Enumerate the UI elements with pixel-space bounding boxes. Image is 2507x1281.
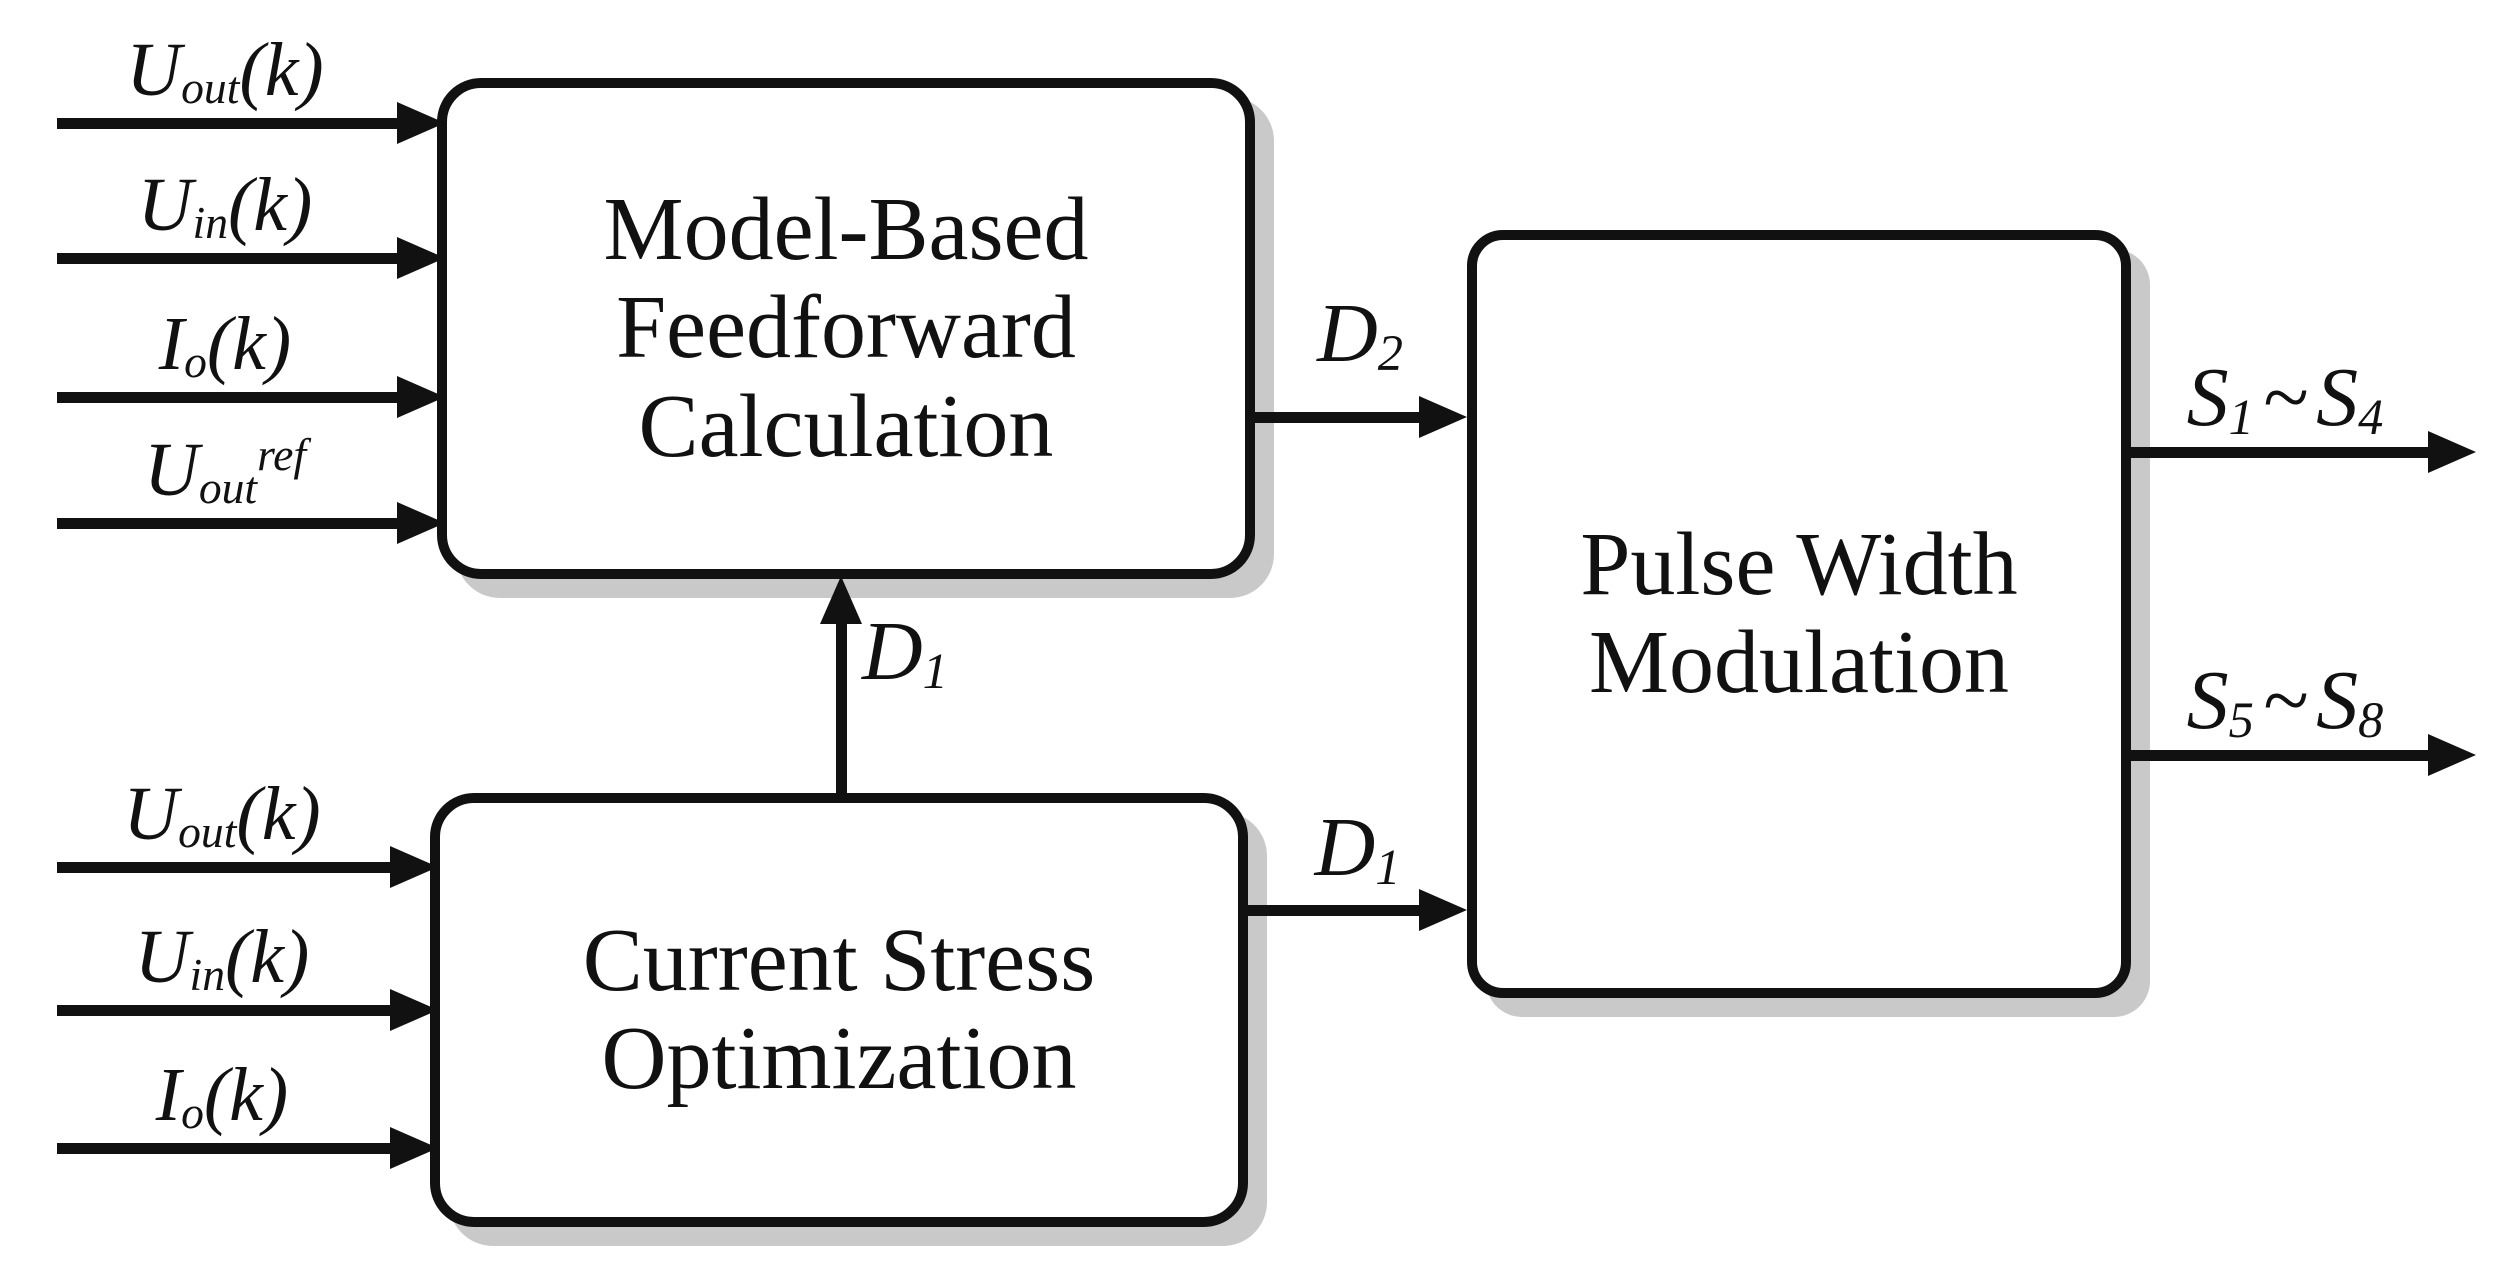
feedforward-input-label-uout: Uout(k): [126, 28, 324, 114]
feedforward-input-line-io: [57, 392, 403, 403]
s1-s4-output-line: [2130, 447, 2434, 458]
d1-feedback-label: D1: [862, 605, 948, 700]
arrowhead-right-icon: [397, 102, 445, 144]
arrowhead-right-icon: [2428, 734, 2476, 776]
feedforward-input-label-io: Io(k): [158, 302, 292, 388]
d2-arrow-line: [1253, 412, 1425, 423]
feedforward-block-label-line1: Model-Based: [603, 180, 1089, 280]
pwm-block-label-line2: Modulation: [1589, 613, 2009, 712]
d1-forward-label: D1: [1314, 801, 1401, 896]
feedforward-input-label-uoutref: Uoutref: [143, 428, 307, 514]
arrowhead-right-icon: [390, 989, 438, 1031]
cso-input-label-uout: Uout(k): [123, 772, 321, 858]
pwm-block: Pulse Width Modulation: [1467, 230, 2131, 998]
feedforward-block-label-line3: Calculation: [638, 376, 1054, 476]
current-stress-block-label-line2: Optimization: [601, 1009, 1077, 1108]
d1-feedback-arrow-line: [836, 620, 847, 793]
feedforward-block: Model-Based Feedforward Calculation: [437, 78, 1255, 579]
cso-input-line-io: [57, 1143, 396, 1154]
arrowhead-right-icon: [2428, 431, 2476, 473]
current-stress-block-label-line1: Current Stress: [582, 910, 1096, 1010]
s1-s4-label: S1~S4: [2186, 351, 2384, 446]
cso-input-line-uin: [57, 1005, 396, 1016]
arrowhead-right-icon: [1419, 889, 1467, 931]
feedforward-input-line-uout: [57, 118, 403, 129]
feedforward-block-label-line2: Feedforward: [616, 278, 1076, 378]
arrowhead-right-icon: [1419, 396, 1467, 438]
d2-label: D2: [1317, 287, 1403, 382]
pwm-block-label-line1: Pulse Width: [1580, 514, 2018, 614]
cso-input-line-uout: [57, 862, 396, 873]
current-stress-block: Current Stress Optimization: [430, 793, 1248, 1227]
arrowhead-right-icon: [397, 502, 445, 544]
arrowhead-right-icon: [397, 237, 445, 279]
feedforward-input-label-uin: Uin(k): [137, 163, 313, 249]
arrowhead-right-icon: [390, 1127, 438, 1169]
arrowhead-up-icon: [820, 576, 862, 624]
cso-input-label-uin: Uin(k): [134, 915, 310, 1001]
arrowhead-right-icon: [390, 846, 438, 888]
s5-s8-output-line: [2130, 750, 2434, 761]
d1-forward-arrow-line: [1248, 905, 1425, 916]
cso-input-label-io: Io(k): [155, 1053, 289, 1139]
feedforward-input-line-uoutref: [57, 518, 403, 529]
feedforward-input-line-uin: [57, 253, 403, 264]
s5-s8-label: S5~S8: [2186, 654, 2384, 749]
arrowhead-right-icon: [397, 376, 445, 418]
